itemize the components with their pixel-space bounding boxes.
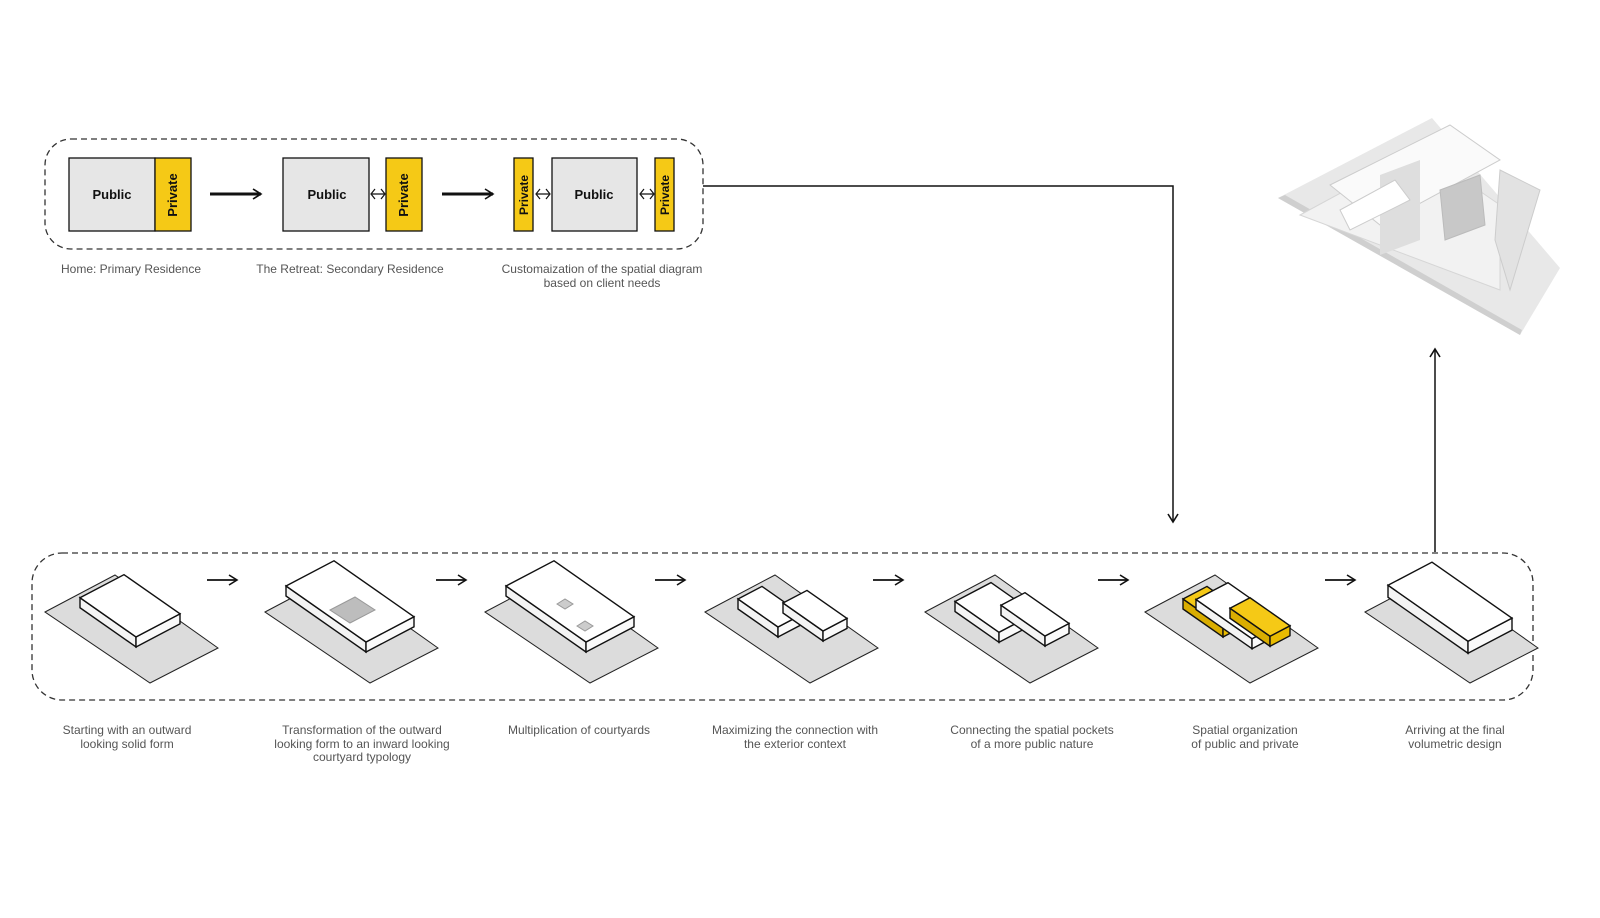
customized-diagram: Private Public Private xyxy=(513,157,675,232)
caption-line: Connecting the spatial pockets xyxy=(950,723,1114,737)
building-mass xyxy=(1228,596,1292,648)
caption-line: Maximizing the connection with xyxy=(711,723,879,737)
public-label: Public xyxy=(574,187,613,202)
double-arrow-icon xyxy=(535,188,551,200)
caption-line: volumetric design xyxy=(1408,736,1502,751)
caption-line: of public and private xyxy=(1191,736,1299,751)
courtyard xyxy=(576,620,594,632)
double-arrow-icon xyxy=(370,188,386,200)
primary-residence-diagram: Public Private xyxy=(68,157,192,232)
building-mass xyxy=(504,559,636,654)
caption-line: looking form to an inward looking xyxy=(274,736,450,751)
caption-primary-residence: Home: Primary Residence xyxy=(60,262,202,277)
caption-line: the exterior context xyxy=(743,736,847,751)
massing-step-3 xyxy=(484,559,659,684)
top-dashed-container xyxy=(44,138,704,250)
massing-step-7 xyxy=(1364,561,1539,684)
private-box xyxy=(654,157,675,232)
caption-line: Multiplication of courtyards xyxy=(507,723,651,737)
public-label: Public xyxy=(92,187,131,202)
bottom-dashed-container xyxy=(31,552,1534,701)
building-mass xyxy=(999,591,1071,648)
connector-arrow xyxy=(703,185,1179,524)
caption-secondary-residence: The Retreat: Secondary Residence xyxy=(256,262,444,277)
courtyard xyxy=(329,596,376,624)
private-box xyxy=(154,157,192,232)
massing-step-2 xyxy=(264,559,439,684)
private-box xyxy=(385,157,423,232)
caption-line: Starting with an outward xyxy=(62,723,192,737)
caption-line: Transformation of the outward xyxy=(282,723,442,737)
massing-step-5 xyxy=(924,574,1099,684)
caption-line: looking solid form xyxy=(80,736,174,751)
step-caption: Multiplication of courtyards xyxy=(507,723,651,738)
caption-line: Home: Primary Residence xyxy=(60,262,202,276)
public-label: Public xyxy=(307,187,346,202)
public-box xyxy=(551,157,638,232)
caption-line: Arriving at the final xyxy=(1405,723,1505,737)
private-label: Private xyxy=(396,173,411,216)
massing-step-1 xyxy=(44,573,219,684)
building-mass xyxy=(1386,561,1514,655)
physical-model-image xyxy=(1278,118,1560,335)
public-box xyxy=(282,157,370,232)
caption-line: Spatial organization xyxy=(1192,723,1298,737)
massing-step-6 xyxy=(1144,574,1319,684)
caption-line: Customaization of the spatial diagram xyxy=(501,262,703,276)
private-label: Private xyxy=(165,173,180,216)
courtyard xyxy=(556,598,574,610)
caption-line: The Retreat: Secondary Residence xyxy=(256,262,444,276)
caption-line: of a more public nature xyxy=(970,736,1094,751)
private-box xyxy=(513,157,534,232)
building-mass xyxy=(78,573,182,649)
caption-line: courtyard typology xyxy=(312,750,412,764)
building-mass xyxy=(781,589,849,643)
massing-step-4 xyxy=(704,574,879,684)
double-arrow-icon xyxy=(639,188,655,200)
private-label: Private xyxy=(517,175,531,215)
private-label: Private xyxy=(658,175,672,215)
secondary-residence-diagram: Public Private xyxy=(282,157,423,232)
caption-line: based on client needs xyxy=(543,275,661,290)
